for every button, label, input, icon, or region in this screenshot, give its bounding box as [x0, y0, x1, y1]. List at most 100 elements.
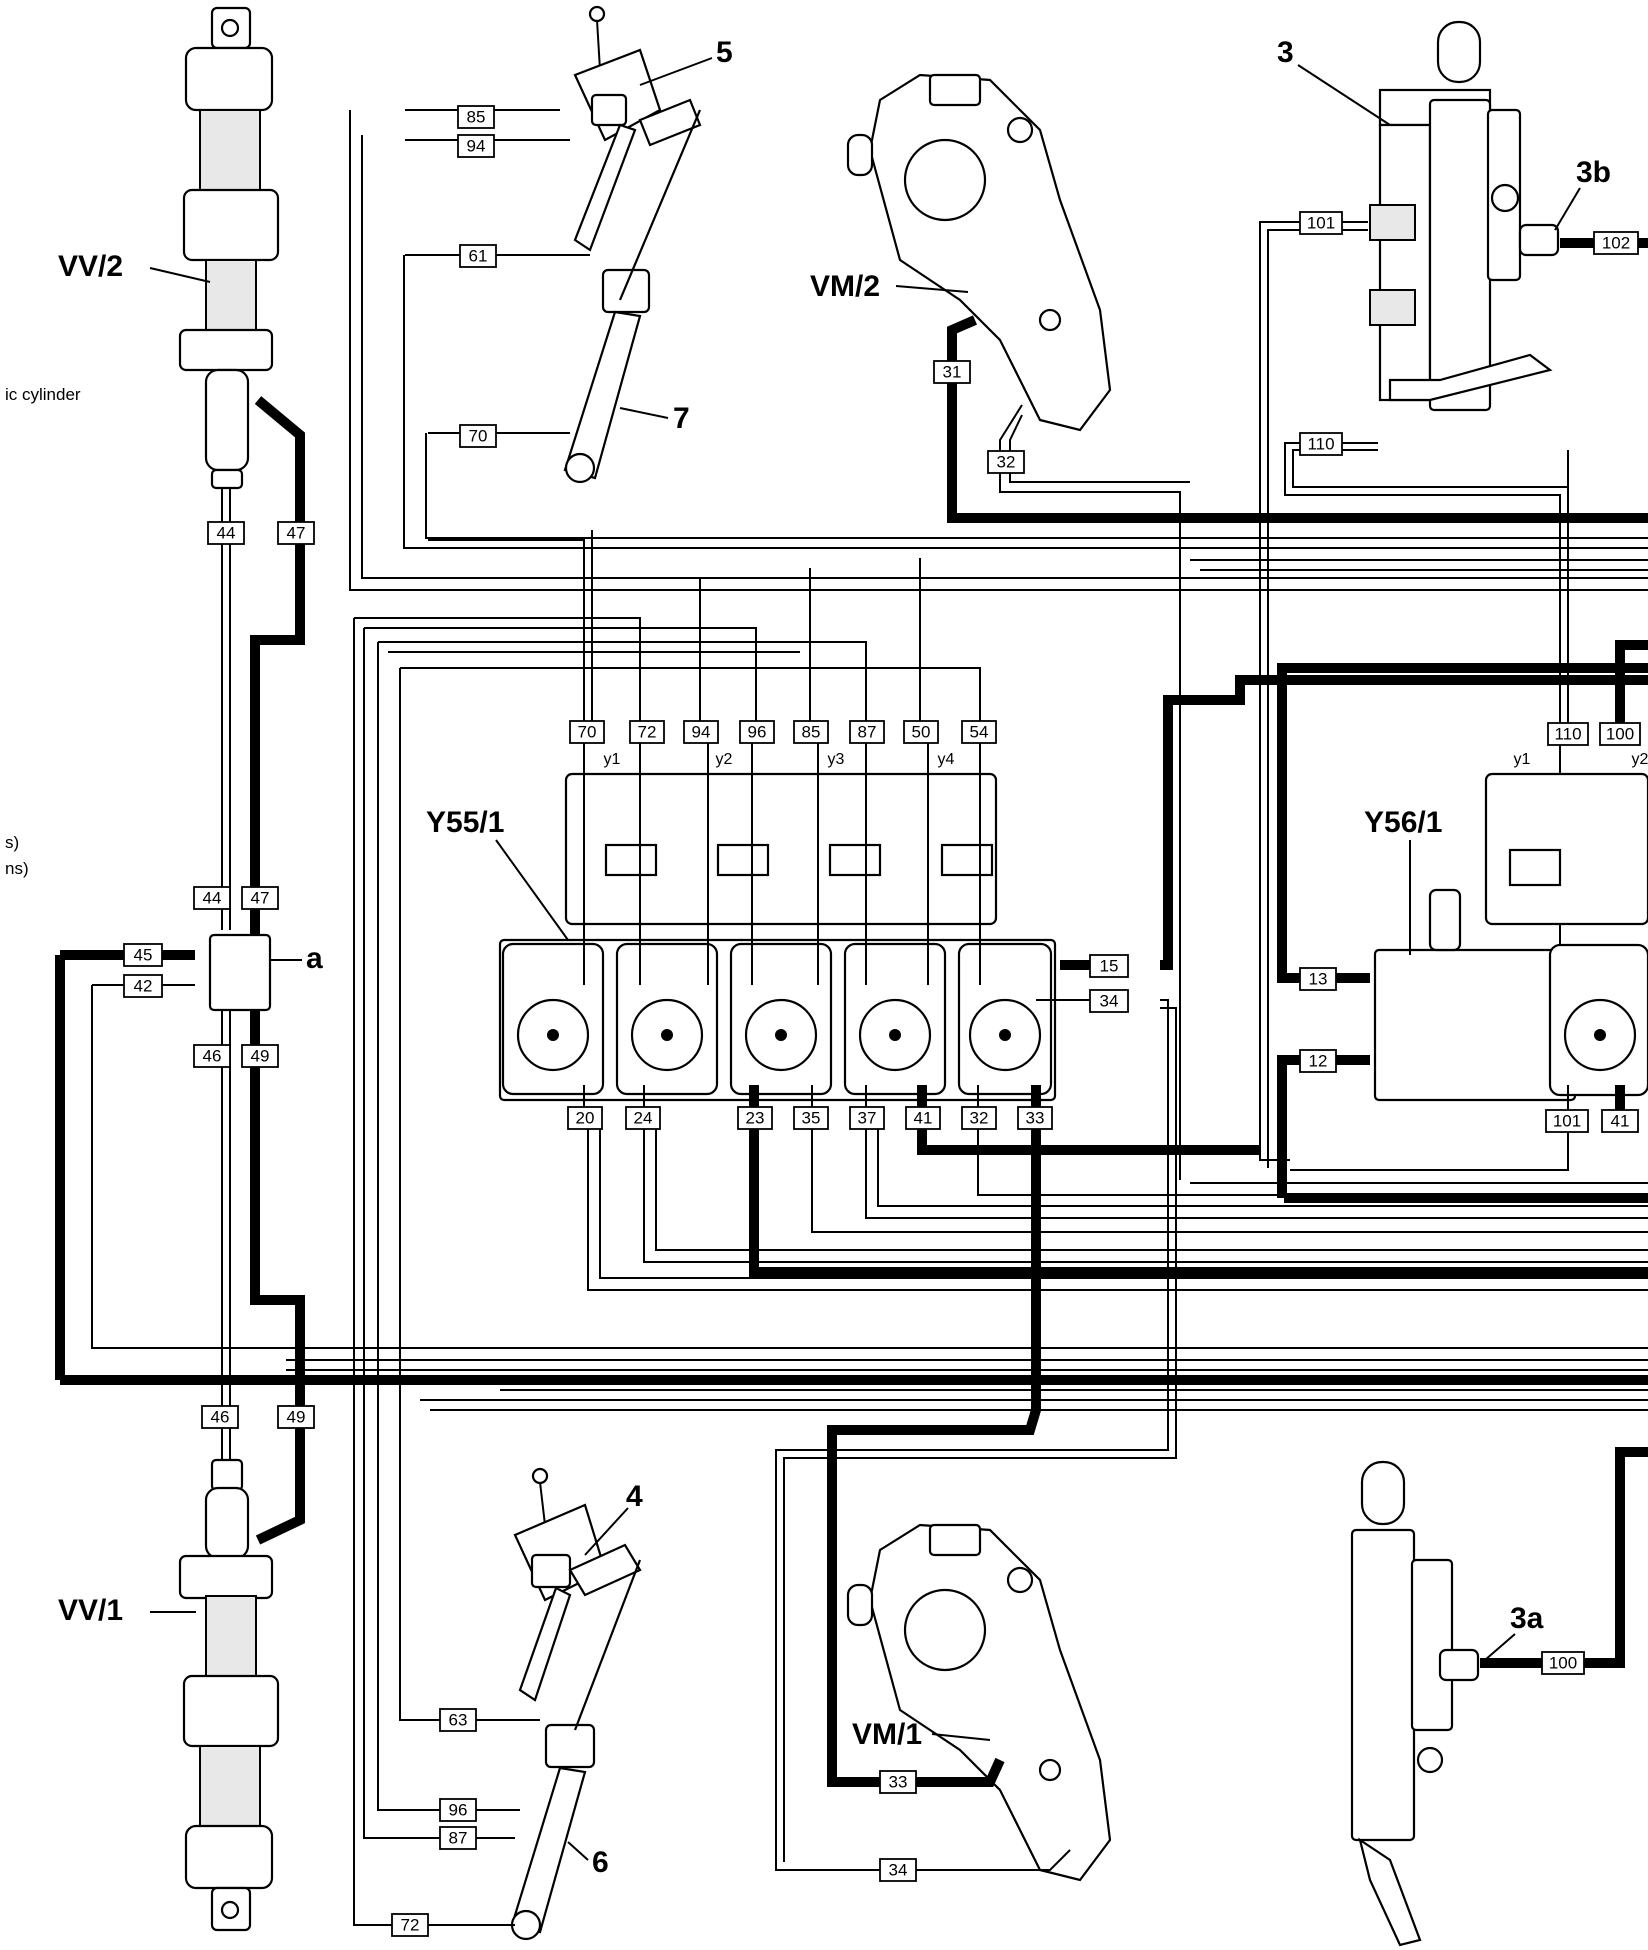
svg-text:85: 85 — [467, 108, 486, 127]
svg-text:46: 46 — [211, 1408, 230, 1427]
tag-b101: 101 — [1545, 1109, 1589, 1133]
tag-b24: 24 — [625, 1106, 661, 1130]
svg-text:101: 101 — [1553, 1112, 1581, 1131]
tag-100: 100 — [1541, 1651, 1585, 1675]
svg-text:110: 110 — [1554, 725, 1581, 744]
tag-33: 33 — [879, 1770, 917, 1794]
tag-31: 31 — [933, 360, 971, 384]
svg-text:72: 72 — [401, 1916, 420, 1935]
svg-text:63: 63 — [449, 1711, 468, 1730]
svg-text:61: 61 — [469, 247, 488, 266]
svg-text:54: 54 — [970, 723, 989, 742]
svg-text:37: 37 — [858, 1109, 877, 1128]
svg-text:101: 101 — [1307, 214, 1335, 233]
svg-text:70: 70 — [469, 427, 488, 446]
tag-b35: 35 — [793, 1106, 829, 1130]
svg-text:49: 49 — [251, 1047, 270, 1066]
vv1-drawing — [178, 1458, 280, 1932]
y55-y3: y3 — [828, 751, 845, 768]
tag-32: 32 — [987, 450, 1025, 474]
cylinder-text: ic cylinder — [5, 385, 81, 404]
svg-text:50: 50 — [912, 723, 931, 742]
tag-85: 85 — [457, 105, 495, 129]
tag-p96: 96 — [739, 720, 775, 744]
y56-label: Y56/1 — [1364, 806, 1442, 839]
svg-text:41: 41 — [1611, 1112, 1630, 1131]
svg-text:47: 47 — [287, 524, 306, 543]
tag-46: 46 — [193, 1044, 231, 1068]
svg-text:12: 12 — [1309, 1052, 1328, 1071]
y56-y2: y2 — [1632, 751, 1648, 768]
svg-text:42: 42 — [134, 977, 153, 996]
line-tags: 85 94 61 70 31 32 101 102 110 44 47 44 4… — [123, 105, 1641, 1937]
tag-61: 61 — [459, 244, 497, 268]
svg-text:13: 13 — [1309, 970, 1328, 989]
tag-p87: 87 — [849, 720, 885, 744]
label-6: 6 — [592, 1846, 609, 1879]
svg-text:46: 46 — [203, 1047, 222, 1066]
tag-p50: 50 — [903, 720, 939, 744]
svg-text:34: 34 — [889, 1861, 908, 1880]
vv1-label: VV/1 — [58, 1594, 123, 1627]
tag-b41: 41 — [905, 1106, 941, 1130]
svg-text:85: 85 — [802, 723, 821, 742]
svg-text:33: 33 — [1026, 1109, 1045, 1128]
svg-text:100: 100 — [1606, 725, 1634, 744]
tag-47: 47 — [277, 521, 315, 545]
svg-text:23: 23 — [746, 1109, 765, 1128]
tag-15: 15 — [1089, 954, 1129, 978]
distributor-a-label: a — [306, 942, 323, 975]
y55-port-lines — [428, 530, 981, 985]
svg-text:20: 20 — [576, 1109, 595, 1128]
line-bundles — [55, 110, 1648, 1926]
vv2-label: VV/2 — [58, 250, 123, 283]
tag-72: 72 — [391, 1913, 429, 1937]
label-5: 5 — [716, 36, 733, 69]
vm1-label: VM/1 — [852, 1718, 922, 1751]
vm2-label: VM/2 — [810, 270, 880, 303]
y55-y4: y4 — [938, 751, 955, 768]
svg-text:87: 87 — [858, 723, 877, 742]
svg-text:96: 96 — [748, 723, 767, 742]
svg-text:87: 87 — [449, 1829, 468, 1848]
svg-text:44: 44 — [203, 889, 222, 908]
tag-b23: 23 — [737, 1106, 773, 1130]
svg-text:47: 47 — [251, 889, 270, 908]
left-assembly: VV/2 a VV/1 ic cylinder s) ns) — [5, 6, 323, 1932]
svg-text:110: 110 — [1307, 435, 1334, 454]
label-3: 3 — [1277, 36, 1294, 69]
y55-block: Y55/1 y1 y2 y3 y4 — [426, 751, 1057, 1102]
svg-text:49: 49 — [287, 1408, 306, 1427]
cylinder-7-assembly — [405, 5, 713, 484]
tag-34b: 34 — [879, 1858, 917, 1882]
tag-63: 63 — [439, 1708, 477, 1732]
label-3a: 3a — [1510, 1602, 1544, 1635]
svg-text:32: 32 — [997, 453, 1016, 472]
vm2-drawing — [846, 73, 1112, 432]
svg-text:70: 70 — [578, 723, 597, 742]
tag-p100: 100 — [1599, 722, 1641, 746]
distributor-a — [208, 933, 272, 1012]
tag-44b: 44 — [193, 886, 231, 910]
tag-p94: 94 — [683, 720, 719, 744]
tag-p54: 54 — [961, 720, 997, 744]
svg-text:96: 96 — [449, 1801, 468, 1820]
svg-text:32: 32 — [970, 1109, 989, 1128]
tag-b37: 37 — [849, 1106, 885, 1130]
svg-text:94: 94 — [692, 723, 711, 742]
svg-text:41: 41 — [914, 1109, 933, 1128]
y56-y1: y1 — [1514, 751, 1531, 768]
svg-text:100: 100 — [1549, 1654, 1577, 1673]
tag-94: 94 — [457, 134, 495, 158]
label-4: 4 — [626, 1480, 643, 1513]
tag-110: 110 — [1299, 432, 1343, 456]
side-text-s: s) — [5, 833, 19, 852]
svg-text:24: 24 — [634, 1109, 653, 1128]
tag-46b: 46 — [201, 1405, 239, 1429]
y55-label: Y55/1 — [426, 806, 504, 839]
svg-text:34: 34 — [1100, 992, 1119, 1011]
y56-block: Y56/1 y1 y2 — [1364, 751, 1648, 1102]
tag-49b: 49 — [277, 1405, 315, 1429]
svg-text:45: 45 — [134, 946, 153, 965]
